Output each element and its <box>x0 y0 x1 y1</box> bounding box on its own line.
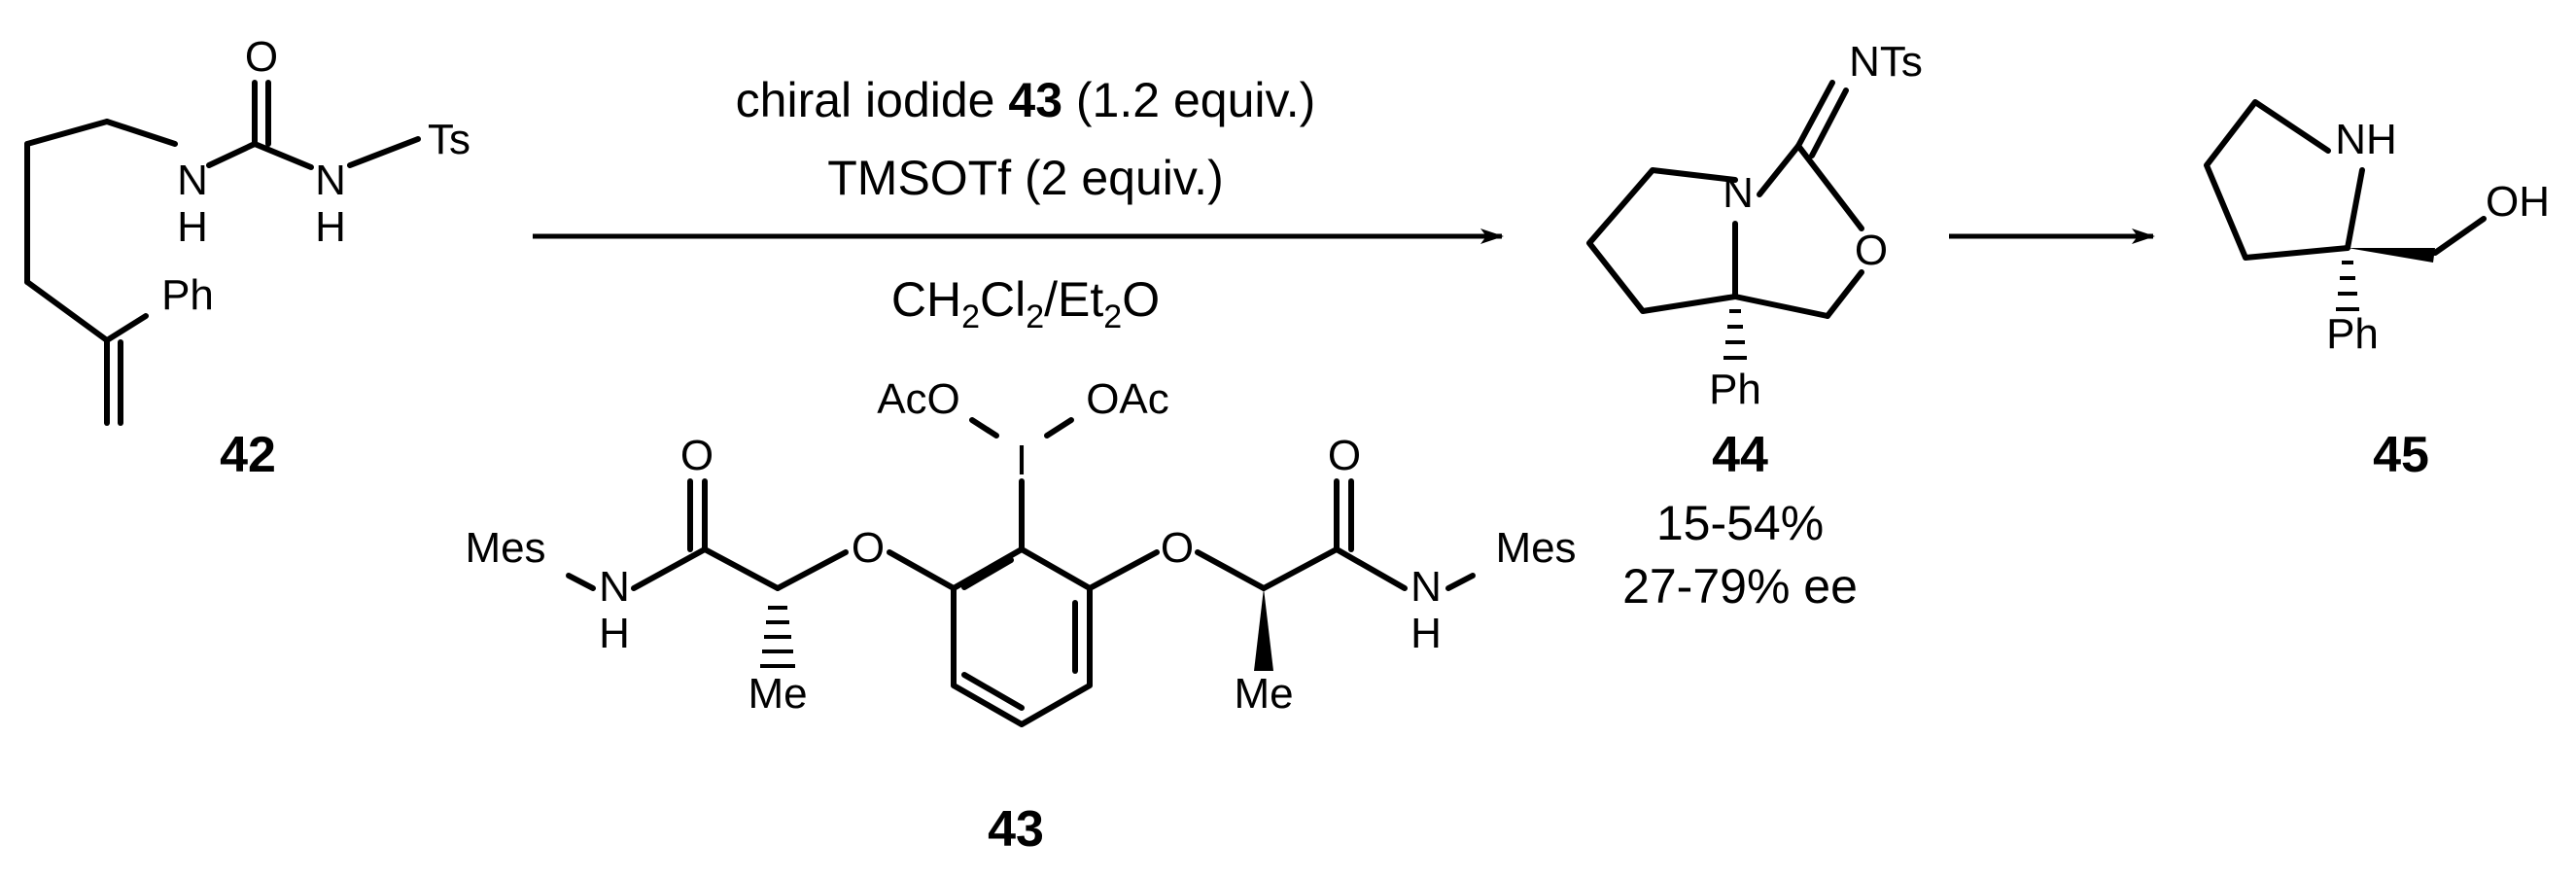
m43-carbonyl-oxygen-right: O <box>1328 432 1361 479</box>
condition-reagent-1: chiral iodide 43 (1.2 equiv.) <box>736 73 1316 127</box>
molecule-45-bonds <box>2204 99 2487 311</box>
m43-amide-nitrogen-right: N <box>1410 563 1442 611</box>
m45-amine: NH <box>2335 116 2397 163</box>
molecule-42-bonds <box>24 80 421 426</box>
m43-methyl-left: Me <box>748 670 807 718</box>
m43-ether-oxygen-left: O <box>852 524 885 572</box>
m43-mesityl-right: Mes <box>1495 524 1576 572</box>
m42-oxygen: O <box>245 33 278 81</box>
compound-label-45: 45 <box>2373 427 2429 483</box>
m42-tosyl: Ts <box>428 116 470 163</box>
m43-ether-oxygen-right: O <box>1161 524 1194 572</box>
molecule-42: O N H N H Ts Ph 42 <box>24 33 470 483</box>
molecule-45: NH OH Ph 45 <box>2204 99 2550 483</box>
m43-iodine: I <box>1016 437 1027 484</box>
compound-label-43: 43 <box>988 801 1044 858</box>
m42-hydrogen-2: H <box>315 203 346 251</box>
m42-nitrogen-1: N <box>177 157 208 204</box>
compound-label-44: 44 <box>1712 427 1768 483</box>
m45-hydroxyl: OH <box>2486 178 2550 226</box>
molecule-44-bonds <box>1586 80 1864 360</box>
ee-text: 27-79% ee <box>1622 559 1858 614</box>
m43-mesityl-left: Mes <box>465 524 545 572</box>
molecule-44: NTs N O Ph 44 15-54% 27-79% ee <box>1586 38 1923 614</box>
m44-nitrogen: N <box>1723 169 1754 217</box>
m43-amide-nitrogen-left: N <box>599 563 630 611</box>
m43-acetoxy-right: OAc <box>1086 375 1169 423</box>
m44-oxygen: O <box>1855 227 1888 274</box>
m44-phenyl: Ph <box>1709 366 1761 413</box>
m43-acetoxy-left: AcO <box>877 375 960 423</box>
m43-carbonyl-oxygen-left: O <box>680 432 714 479</box>
reaction-arrow-1-group: chiral iodide 43 (1.2 equiv.) TMSOTf (2 … <box>533 73 1504 335</box>
m43-amide-hydrogen-right: H <box>1410 610 1442 657</box>
molecule-43-bonds <box>566 417 1476 727</box>
yield-text: 15-54% <box>1656 496 1824 550</box>
condition-reagent-2: TMSOTf (2 equiv.) <box>827 151 1223 205</box>
condition-solvent: CH2Cl2/Et2O <box>891 272 1160 335</box>
molecule-43: AcO I OAc Mes N H O O Me O O N H Mes Me … <box>465 375 1576 858</box>
m42-hydrogen-1: H <box>177 203 208 251</box>
m42-nitrogen-2: N <box>315 157 346 204</box>
m45-phenyl: Ph <box>2326 310 2379 358</box>
compound-label-42: 42 <box>220 427 276 483</box>
m43-amide-hydrogen-left: H <box>599 610 630 657</box>
m42-phenyl: Ph <box>161 271 214 319</box>
m43-methyl-right: Me <box>1234 670 1293 718</box>
m44-imino-tosyl: NTs <box>1849 38 1923 86</box>
